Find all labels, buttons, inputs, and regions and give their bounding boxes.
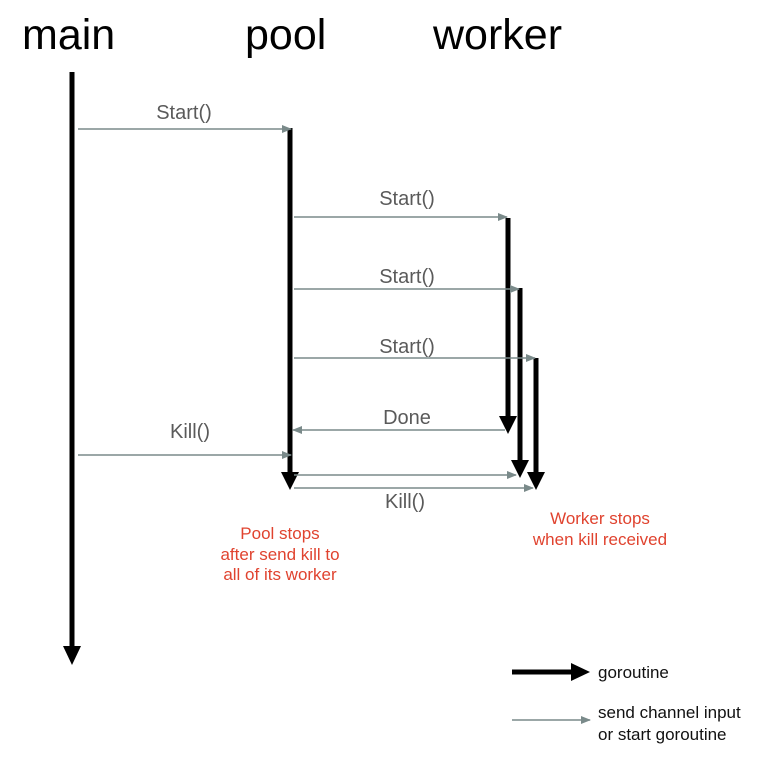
lifeline-worker-1	[499, 218, 517, 434]
legend-channel-text-2: or start goroutine	[598, 724, 727, 744]
note-worker-stops: Worker stops when kill received	[505, 509, 695, 550]
column-title-main: main	[22, 11, 116, 59]
message-label-worker-start-3: Start()	[379, 336, 435, 358]
message-pool-kill: Kill()	[294, 471, 534, 513]
note-worker-stops-line-2: when kill received	[532, 529, 668, 549]
message-done: Done	[292, 407, 505, 434]
lifeline-worker-2	[511, 288, 529, 478]
legend-goroutine-text: goroutine	[598, 663, 669, 682]
message-worker-start-3: Start()	[294, 336, 536, 362]
message-label-done: Done	[383, 407, 431, 429]
message-main-start: Start()	[78, 102, 292, 133]
column-title-worker: worker	[433, 11, 563, 59]
message-label-worker-start-1: Start()	[379, 188, 435, 210]
message-label-pool-kill: Kill()	[385, 491, 425, 513]
note-pool-stops-line-3: all of its worker	[223, 565, 337, 585]
note-worker-stops-line-1: Worker stops	[550, 509, 650, 528]
lifeline-worker-3	[527, 358, 545, 490]
message-worker-start-2: Start()	[294, 266, 520, 293]
legend-channel-label: send channel input or start goroutine	[598, 702, 741, 746]
message-main-kill: Kill()	[78, 421, 292, 459]
legend-goroutine-arrow	[512, 663, 590, 681]
message-label-main-start: Start()	[156, 102, 212, 124]
message-label-main-kill: Kill()	[170, 421, 210, 443]
note-pool-stops-line-1: Pool stops	[240, 524, 320, 543]
legend-goroutine-label: goroutine	[598, 662, 669, 684]
legend-channel-text-1: send channel input	[598, 703, 741, 722]
column-title-pool: pool	[245, 11, 327, 59]
note-pool-stops: Pool stops after send kill to all of its…	[195, 524, 365, 586]
note-pool-stops-line-2: after send kill to	[220, 544, 340, 564]
lifeline-pool	[281, 128, 299, 490]
lifeline-main	[63, 72, 81, 665]
message-worker-start-1: Start()	[294, 188, 508, 221]
message-label-worker-start-2: Start()	[379, 266, 435, 288]
